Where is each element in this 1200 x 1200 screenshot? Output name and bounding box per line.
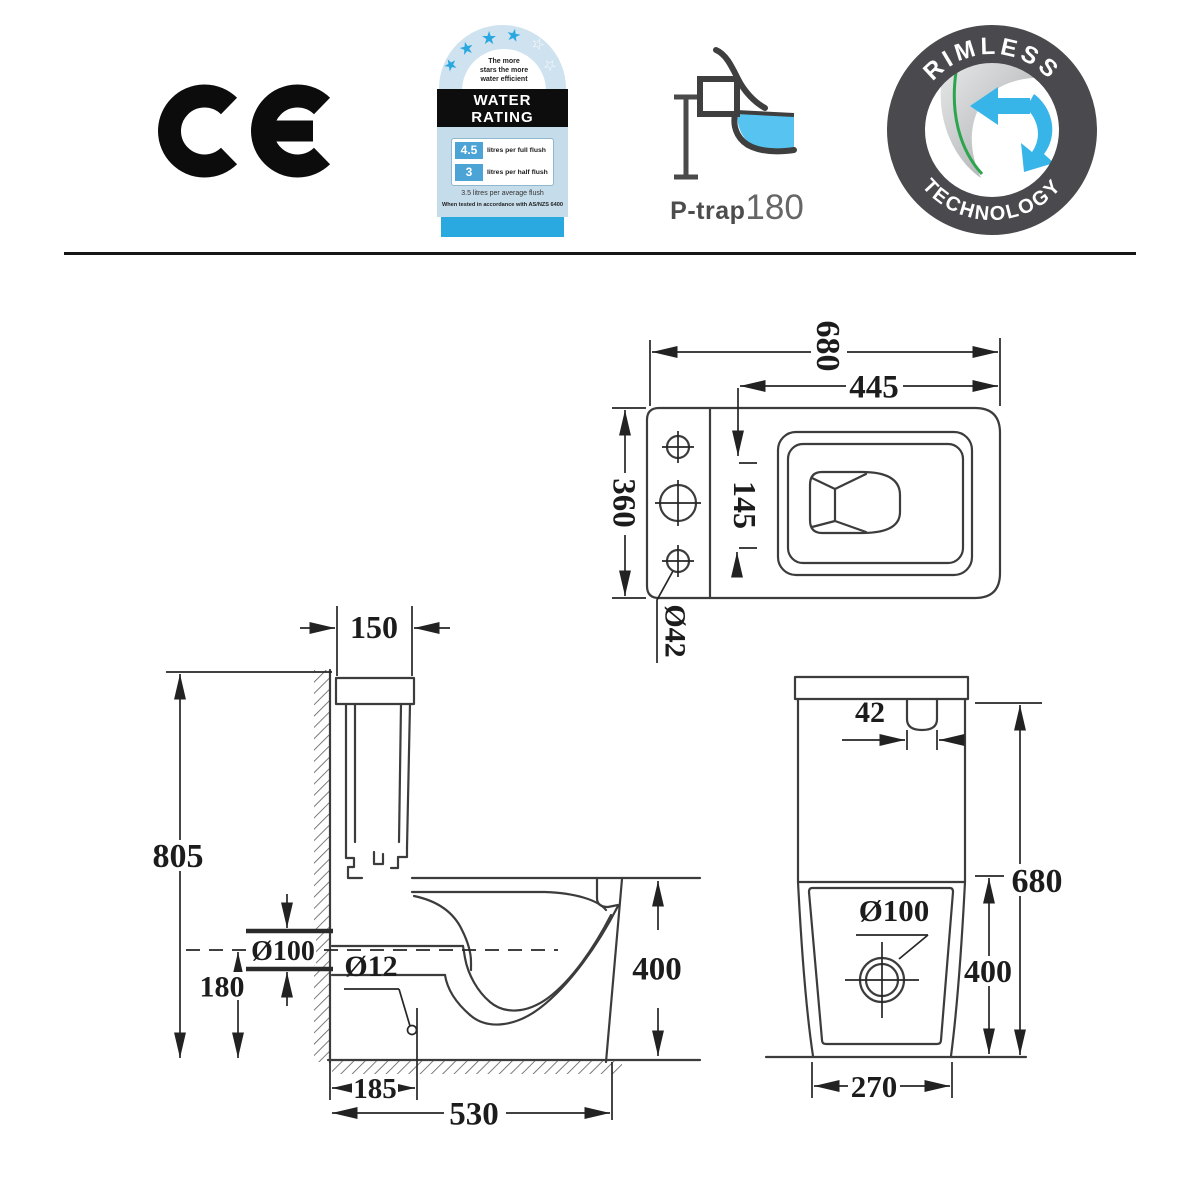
- rimless-technology-badge: RIMLESS TECHNOLOGY: [887, 25, 1097, 235]
- full-flush-value: 4.5: [455, 141, 483, 159]
- dim-rear-base-width: 270: [851, 1069, 898, 1104]
- water-rating-bottom-strip: [441, 217, 564, 237]
- average-flush-note: 3.5 litres per average flush: [461, 190, 544, 197]
- dim-side-tank-depth: 150: [350, 609, 398, 645]
- wall-hatch: [314, 670, 330, 1062]
- rear-view: 42 680 400 Ø100: [764, 675, 1065, 1104]
- dim-side-fixing-diameter: Ø12: [344, 950, 397, 983]
- side-view: 150 805: [150, 606, 702, 1133]
- star-icon: ★: [440, 54, 462, 77]
- water-rating-title: WATER RATING: [437, 89, 568, 127]
- ce-mark-icon: [158, 84, 331, 178]
- technical-drawing: 680 445 145 360 Ø42: [150, 306, 1065, 1133]
- p-trap-name: P-trap: [670, 197, 746, 225]
- water-rating-footnote: When tested in accordance with AS/NZS 64…: [441, 202, 564, 208]
- dim-rear-inlet-diameter: Ø100: [859, 893, 930, 928]
- plan-view: 680 445 145 360 Ø42: [605, 306, 1002, 663]
- dim-plan-hinge-spacing: 145: [727, 481, 763, 529]
- dim-side-overall-height: 805: [153, 838, 204, 875]
- half-flush-label: litres per half flush: [487, 168, 548, 176]
- arrow-curved-icon: [1021, 94, 1054, 172]
- dim-plan-tank-width: 360: [605, 478, 641, 528]
- floor-hatch: [332, 1061, 622, 1074]
- dim-plan-overall-width: 680: [809, 321, 846, 372]
- green-flow-line: [952, 71, 984, 176]
- rim-cross-section: [940, 54, 1050, 179]
- full-flush-label: litres per full flush: [487, 146, 546, 154]
- dim-rear-button-width: 42: [855, 696, 885, 729]
- dim-side-outlet-diameter: Ø100: [251, 936, 315, 967]
- water-rating-body: 4.5 litres per full flush 3 litres per h…: [437, 127, 568, 217]
- water-rating-tagline: The more stars the more water efficient: [479, 58, 529, 84]
- p-trap-label: P-trap180: [652, 188, 822, 228]
- dim-side-overall-depth: 530: [449, 1097, 499, 1133]
- mounting-holes: [655, 431, 701, 577]
- water-rating-label: ★ ★ ★ ★ ☆ ☆ The more stars the more wate…: [437, 25, 568, 237]
- dim-side-outlet-setout: 185: [353, 1073, 397, 1105]
- arrow-left-icon: [970, 87, 1030, 125]
- water-rating-tagline-panel: The more stars the more water efficient: [462, 49, 546, 91]
- flush-values-box: 4.5 litres per full flush 3 litres per h…: [451, 138, 554, 186]
- dim-side-rim-height: 400: [632, 952, 682, 988]
- star-icon: ★: [504, 25, 524, 47]
- dim-rear-rim-height: 400: [964, 953, 1012, 989]
- p-trap-value: 180: [745, 188, 804, 227]
- water-rating-arch: ★ ★ ★ ★ ☆ ☆ The more stars the more wate…: [439, 25, 566, 91]
- star-icon: ★: [481, 28, 498, 48]
- dim-rear-overall-height: 680: [1012, 863, 1063, 900]
- dim-plan-hole-diameter: Ø42: [659, 604, 692, 657]
- header-divider: [64, 252, 1136, 255]
- dim-plan-seat-length: 445: [849, 370, 899, 406]
- dim-side-outlet-height: 180: [200, 971, 245, 1004]
- p-trap-icon: [674, 47, 797, 180]
- half-flush-value: 3: [455, 163, 483, 181]
